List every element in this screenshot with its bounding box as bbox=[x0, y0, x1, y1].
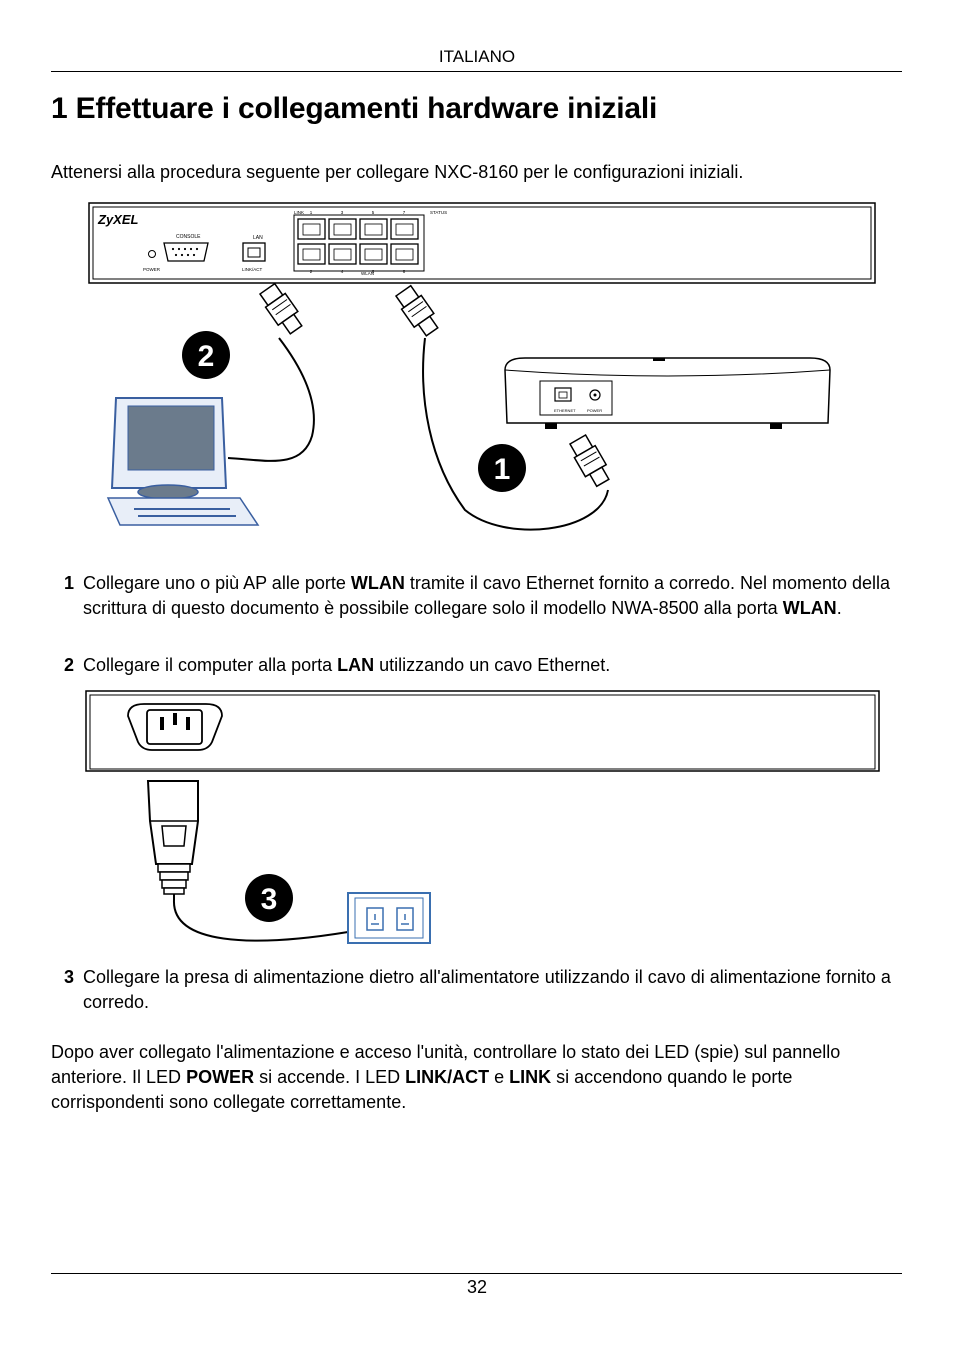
port-number-label: 2 bbox=[310, 269, 313, 274]
lan-port-icon bbox=[242, 242, 266, 262]
bold-term: LINK bbox=[509, 1067, 552, 1087]
port-number-label: 7 bbox=[403, 210, 406, 215]
bold-term: LINK/ACT bbox=[405, 1067, 490, 1087]
wlan-port-icon bbox=[359, 218, 388, 240]
port-number-label: 5 bbox=[372, 210, 375, 215]
console-label: CONSOLE bbox=[176, 234, 201, 240]
wall-outlet-icon bbox=[347, 892, 431, 944]
bold-term: POWER bbox=[186, 1067, 255, 1087]
bold-term: LAN bbox=[337, 655, 375, 675]
linkact-label: LINK/ACT bbox=[242, 267, 263, 272]
bold-term: WLAN bbox=[350, 573, 405, 593]
text-run: tramite il cavo Ethernet fornito a corre… bbox=[83, 573, 891, 618]
wlan-port-block: 1 3 5 7 2 4 6 8 bbox=[293, 210, 425, 274]
lan-label: LAN bbox=[253, 235, 263, 241]
power-cable bbox=[172, 899, 349, 942]
callout-3: 3 bbox=[245, 874, 293, 922]
text-run: Collegare uno o più AP alle porte bbox=[83, 573, 351, 593]
step-3: 3 Collegare la presa di alimentazione di… bbox=[64, 965, 904, 1015]
step-number: 1 bbox=[64, 573, 75, 593]
header-rule bbox=[51, 71, 902, 72]
svg-text:3: 3 bbox=[261, 883, 278, 916]
wlan-port-icon bbox=[328, 218, 357, 240]
link-label: LINK bbox=[294, 210, 304, 215]
page-number: 32 bbox=[466, 1277, 488, 1297]
step-number: 2 bbox=[64, 655, 75, 675]
power-plug-illustration bbox=[146, 780, 199, 900]
callout-2: 2 bbox=[182, 331, 230, 379]
wlan-port-icon bbox=[359, 243, 388, 265]
zyxel-logo: ZyXEL bbox=[97, 212, 139, 227]
bold-term: WLAN bbox=[782, 598, 837, 618]
nxc-rear-panel bbox=[85, 690, 880, 772]
running-header-language: ITALIANO bbox=[438, 47, 516, 66]
nxc-front-panel: ZyXEL CONSOLE POWER LAN LINK/ACT LINK ST… bbox=[88, 202, 876, 284]
step-number: 3 bbox=[64, 967, 75, 987]
text-run: si accendono quando le porte corrisponde… bbox=[51, 1067, 793, 1112]
wlan-port-icon bbox=[297, 218, 326, 240]
page-title: 1 Effettuare i collegamenti hardware ini… bbox=[51, 92, 658, 125]
port-number-label: 1 bbox=[310, 210, 313, 215]
lan-cable bbox=[227, 337, 315, 462]
text-run: si accende. I LED bbox=[254, 1067, 406, 1087]
ap-power-label: POWER bbox=[587, 408, 602, 413]
access-point-illustration: ETHERNET POWER bbox=[504, 357, 831, 429]
power-led-icon bbox=[148, 250, 156, 258]
svg-text:2: 2 bbox=[198, 340, 215, 373]
hardware-connection-diagram: ZyXEL CONSOLE POWER LAN LINK/ACT LINK ST… bbox=[88, 202, 876, 531]
ap-ethernet-label: ETHERNET bbox=[554, 408, 576, 413]
text-run: e bbox=[489, 1067, 510, 1087]
port-number-label: 6 bbox=[372, 269, 375, 274]
step-text: Collegare la presa di alimentazione diet… bbox=[83, 965, 904, 1015]
ap-rj45-connector bbox=[568, 433, 610, 488]
step-text: Collegare il computer alla porta LAN uti… bbox=[83, 653, 904, 678]
ap-ethernet-port-icon bbox=[554, 387, 572, 402]
console-port-icon bbox=[163, 242, 209, 262]
lan-rj45-connector bbox=[258, 282, 303, 335]
port-number-label: 4 bbox=[341, 269, 344, 274]
text-run: Dopo aver collegato l'alimentazione e ac… bbox=[51, 1042, 841, 1087]
text-run: utilizzando un cavo Ethernet. bbox=[374, 655, 611, 675]
computer-illustration bbox=[106, 397, 260, 526]
text-run: Collegare il computer alla porta bbox=[83, 655, 338, 675]
power-connection-diagram: 3 bbox=[85, 690, 880, 944]
text-run: . bbox=[836, 598, 842, 618]
port-number-label: 8 bbox=[403, 269, 406, 274]
text-run: Collegare la presa di alimentazione diet… bbox=[83, 967, 891, 1012]
step-2: 2 Collegare il computer alla porta LAN u… bbox=[64, 653, 904, 678]
power-label: POWER bbox=[143, 267, 161, 272]
wlan-label: WLAN bbox=[361, 271, 374, 276]
wlan-port-icon bbox=[328, 243, 357, 265]
callout-1: 1 bbox=[478, 444, 526, 492]
wlan-port-icon bbox=[297, 243, 326, 265]
step-1: 1 Collegare uno o più AP alle porte WLAN… bbox=[64, 571, 904, 621]
wlan-cable bbox=[422, 337, 609, 531]
closing-paragraph: Dopo aver collegato l'alimentazione e ac… bbox=[51, 1040, 906, 1115]
wlan-rj45-connector bbox=[394, 284, 439, 337]
svg-text:1: 1 bbox=[494, 453, 511, 486]
intro-paragraph: Attenersi alla procedura seguente per co… bbox=[51, 162, 744, 182]
port-number-label: 3 bbox=[341, 210, 344, 215]
footer-rule bbox=[51, 1273, 902, 1274]
status-label: STATUS bbox=[430, 210, 447, 215]
wlan-port-icon bbox=[390, 218, 419, 240]
wlan-port-icon bbox=[390, 243, 419, 265]
step-text: Collegare uno o più AP alle porte WLAN t… bbox=[83, 571, 904, 621]
